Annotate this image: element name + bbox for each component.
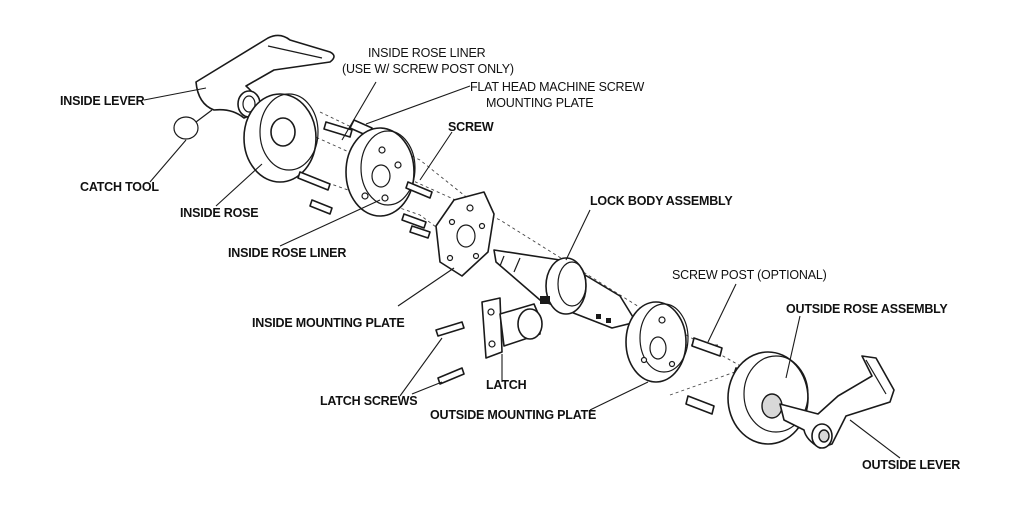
outside-mounting-plate	[625, 301, 689, 383]
label-outside-lever: OUTSIDE LEVER	[862, 458, 961, 472]
inside-mounting-plate	[435, 191, 495, 277]
label-inside-rose-liner: INSIDE ROSE LINER	[228, 246, 347, 260]
label-outside-mounting-plate: OUTSIDE MOUNTING PLATE	[430, 408, 597, 422]
mounting-screws-upper	[297, 119, 373, 215]
label-screw: SCREW	[448, 120, 494, 134]
latch-screws	[435, 321, 465, 385]
label-inside-rose-liner-note-2: (USE W/ SCREW POST ONLY)	[342, 62, 514, 76]
inside-rose	[243, 93, 319, 183]
inside-rose-liner	[345, 127, 416, 217]
label-flat-head-screw: FLAT HEAD MACHINE SCREW	[470, 80, 645, 94]
label-inside-rose: INSIDE ROSE	[180, 206, 259, 220]
outside-lever	[779, 355, 895, 449]
outside-rose-assembly	[727, 351, 809, 445]
inside-lever	[195, 34, 335, 119]
label-inside-lever: INSIDE LEVER	[60, 94, 145, 108]
label-lock-body-assembly: LOCK BODY ASSEMBLY	[590, 194, 733, 208]
lock-body-assembly	[493, 249, 637, 329]
label-flat-head-mounting-plate: MOUNTING PLATE	[486, 96, 594, 110]
label-screw-post: SCREW POST (OPTIONAL)	[672, 268, 827, 282]
latch	[481, 297, 543, 359]
catch-tool	[173, 109, 213, 140]
label-catch-tool: CATCH TOOL	[80, 180, 159, 194]
label-inside-mounting-plate: INSIDE MOUNTING PLATE	[252, 316, 405, 330]
label-outside-rose-assembly: OUTSIDE ROSE ASSEMBLY	[786, 302, 948, 316]
label-latch-screws: LATCH SCREWS	[320, 394, 418, 408]
label-latch: LATCH	[486, 378, 527, 392]
label-inside-rose-liner-note-1: INSIDE ROSE LINER	[368, 46, 486, 60]
mounting-screws-middle	[401, 181, 433, 239]
leader-lines	[143, 81, 901, 459]
